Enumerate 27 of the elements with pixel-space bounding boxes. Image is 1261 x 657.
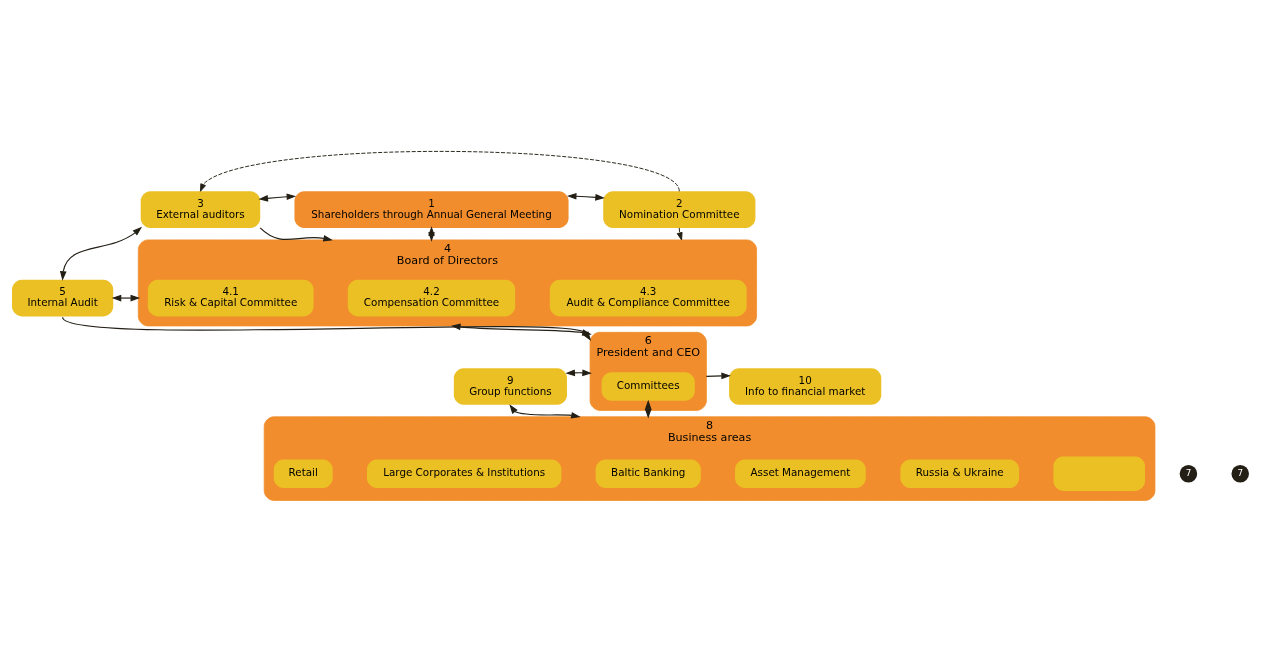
node-box: 4.2 Compensation Committee [347, 279, 516, 316]
arrow [258, 192, 297, 202]
arrow [111, 294, 141, 301]
arrow [199, 150, 680, 192]
node-box: 4.1 Risk & Capital Committee [147, 279, 314, 316]
arrow [259, 226, 333, 242]
node-box: 1 Shareholders through Annual General Meeting [294, 190, 569, 228]
node-box: Committees [601, 371, 695, 401]
node-box: 3 External auditors [140, 190, 261, 228]
node-box [1053, 456, 1145, 491]
node-box: Baltic Banking [595, 458, 701, 488]
node-box: Russia & Ukraine [900, 458, 1020, 488]
arrow [509, 403, 581, 419]
node-box: 5 Internal Audit [12, 279, 114, 316]
arrow [676, 226, 683, 240]
node-box: 10 Info to financial market [729, 367, 882, 405]
arrow [566, 192, 605, 201]
node-box: 4.3 Audit & Compliance Committee [549, 279, 747, 316]
node-box: Large Corporates & Institutions [366, 458, 562, 488]
node-box: 2 Nomination Committee [603, 190, 756, 228]
label: 7 [1185, 467, 1192, 478]
label: 7 [1237, 467, 1244, 478]
node-box: 9 Group functions [453, 367, 567, 405]
arrow [705, 371, 731, 379]
arrow [59, 226, 143, 281]
node-box: Retail [273, 458, 333, 488]
node-box: Asset Management [735, 458, 866, 488]
